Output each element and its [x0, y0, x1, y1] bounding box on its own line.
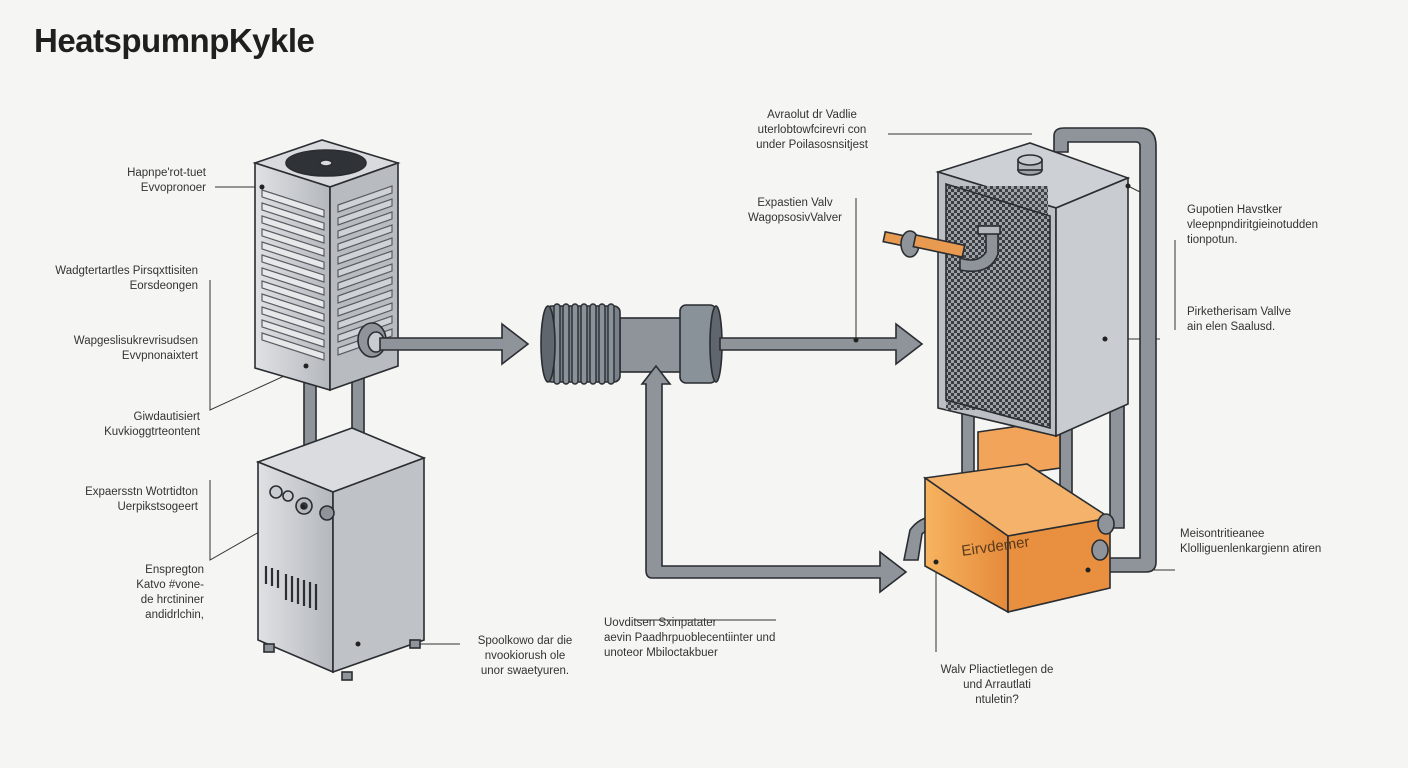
label-weight-transfer: Wadgtertartles Pirsqxttisiten Eorsdeonge…: [55, 265, 198, 292]
leader-dots: [259, 183, 1131, 647]
label-spoo: Spoolkowo dar die nvookiorush ole unor s…: [477, 635, 573, 677]
label-gup: Gupotien Havstker vleepnpndiritgieinotud…: [1187, 204, 1319, 246]
condenser-unit-orange: Eirvdemer: [922, 419, 1115, 614]
label-evaporator: Hapnpe'rot-tuet Evvopronoer: [127, 167, 206, 194]
label-meis: Meisontritieanee Klolliguenlenkargienn a…: [1180, 528, 1322, 555]
label-expansion-left: Expaersstn Wotrtidton Uerpikstsogeert: [85, 486, 198, 513]
label-pirk: Pirketherisam Vallve ain elen Saalusd.: [1187, 306, 1291, 333]
pipe-to-coupler: [379, 322, 530, 366]
right-pipes: [903, 127, 1157, 573]
label-uov: Uovditsen Sxinpatater aevin Paadhrpuoble…: [604, 617, 776, 659]
label-ensprog: Enspregton Katvo #vone- de hrctininer an…: [136, 564, 204, 621]
label-giw: Giwdautisiert Kuvkioggtrteontent: [104, 411, 200, 438]
compressor-unit: [255, 427, 427, 681]
label-wal: Walv Pliactietlegen de und Arrautlati nt…: [940, 664, 1054, 706]
indoor-cabinet: [882, 142, 1131, 438]
central-coupler: [540, 303, 924, 594]
diagram-title: HeatspumnpKykle: [34, 22, 315, 59]
label-ava: Avraolut dr Vadlie uterlobtowfcirevri co…: [756, 109, 868, 151]
label-wapor: Wapgeslisukrevrisudsen Evvpnonaixtert: [73, 335, 198, 362]
evaporator-unit: [252, 139, 401, 465]
label-expansion-valve: Expastien Valv WagopsosivValver: [748, 197, 842, 224]
